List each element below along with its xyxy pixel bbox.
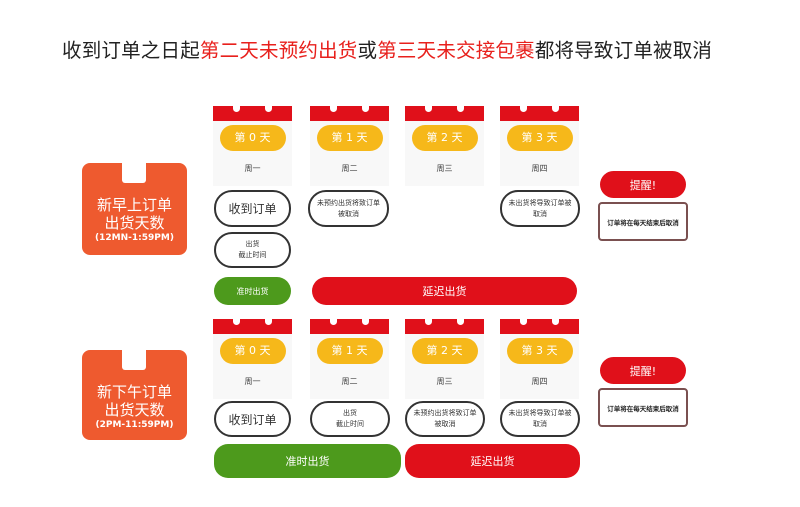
time-range: (12MN-1:59PM) bbox=[95, 233, 174, 243]
weekday-label: 周二 bbox=[341, 377, 358, 386]
cutoff-pill: 出货截止时间 bbox=[214, 232, 291, 268]
reminder-text: 订单将在每天结束后取消 bbox=[598, 202, 688, 241]
noappt-pill: 未预约出货将致订单被取消 bbox=[308, 190, 389, 227]
weekday-label: 周三 bbox=[436, 164, 453, 173]
cutoff-line1: 出货 bbox=[343, 409, 357, 417]
reminder-text: 订单将在每天结束后取消 bbox=[598, 388, 688, 427]
late-bar: 延迟出货 bbox=[312, 277, 577, 305]
on-time-bar: 准时出货 bbox=[214, 277, 291, 305]
reminder-badge: 提醒! bbox=[600, 171, 686, 198]
on-time-bar: 准时出货 bbox=[214, 444, 401, 478]
calendar-day: 第 3 天 周四 bbox=[500, 106, 579, 186]
weekday-label: 周三 bbox=[436, 377, 453, 386]
weekday-label: 周一 bbox=[244, 377, 261, 386]
calendar-day: 第 3 天 周四 bbox=[500, 319, 579, 399]
calendar-icon bbox=[500, 106, 579, 121]
noship-pill: 未出货将导致订单被取消 bbox=[500, 401, 580, 437]
card-subtitle: 出货天数 bbox=[104, 401, 165, 419]
cutoff-line2: 截止时间 bbox=[238, 251, 267, 259]
day-badge: 第 1 天 bbox=[316, 125, 383, 151]
card-subtitle: 出货天数 bbox=[104, 214, 165, 232]
calendar-day: 第 2 天 周三 bbox=[405, 106, 484, 186]
cutoff-line2: 截止时间 bbox=[336, 420, 364, 428]
reminder-badge: 提醒! bbox=[600, 357, 686, 384]
weekday-label: 周四 bbox=[531, 377, 548, 386]
card-title: 新早上订单 bbox=[96, 196, 172, 214]
calendar-icon bbox=[310, 106, 389, 121]
calendar-icon bbox=[405, 319, 484, 334]
weekday-label: 周一 bbox=[244, 164, 261, 173]
calendar-icon bbox=[213, 106, 292, 121]
headline: 收到订单之日起第二天未预约出货或第三天未交接包裹都将导致订单被取消 bbox=[62, 39, 713, 62]
weekday-label: 周二 bbox=[341, 164, 358, 173]
calendar-icon bbox=[310, 319, 389, 334]
card-title: 新下午订单 bbox=[96, 383, 172, 401]
order-period-card: 新下午订单 出货天数 (2PM-11:59PM) bbox=[82, 350, 187, 440]
calendar-day: 第 1 天 周二 bbox=[310, 106, 389, 186]
calendar-day: 第 0 天 周一 bbox=[213, 106, 292, 186]
calendar-day: 第 1 天 周二 bbox=[310, 319, 389, 399]
calendar-icon bbox=[500, 319, 579, 334]
noship-pill: 未出货将导致订单被取消 bbox=[500, 190, 580, 227]
late-bar: 延迟出货 bbox=[405, 444, 580, 478]
weekday-label: 周四 bbox=[531, 164, 548, 173]
received-pill: 收到订单 bbox=[214, 401, 291, 437]
noappt-pill: 未预约出货将致订单被取消 bbox=[405, 401, 485, 437]
day-badge: 第 0 天 bbox=[219, 338, 286, 364]
day-badge: 第 3 天 bbox=[506, 125, 573, 151]
cutoff-line1: 出货 bbox=[245, 240, 260, 248]
calendar-day: 第 0 天 周一 bbox=[213, 319, 292, 399]
day-badge: 第 1 天 bbox=[316, 338, 383, 364]
order-period-card: 新早上订单 出货天数 (12MN-1:59PM) bbox=[82, 163, 187, 255]
day-badge: 第 3 天 bbox=[506, 338, 573, 364]
calendar-icon bbox=[405, 106, 484, 121]
day-badge: 第 2 天 bbox=[411, 338, 478, 364]
day-badge: 第 2 天 bbox=[411, 125, 478, 151]
cutoff-pill: 出货截止时间 bbox=[310, 401, 390, 437]
received-pill: 收到订单 bbox=[214, 190, 291, 227]
time-range: (2PM-11:59PM) bbox=[95, 420, 174, 430]
day-badge: 第 0 天 bbox=[219, 125, 286, 151]
calendar-day: 第 2 天 周三 bbox=[405, 319, 484, 399]
calendar-icon bbox=[213, 319, 292, 334]
